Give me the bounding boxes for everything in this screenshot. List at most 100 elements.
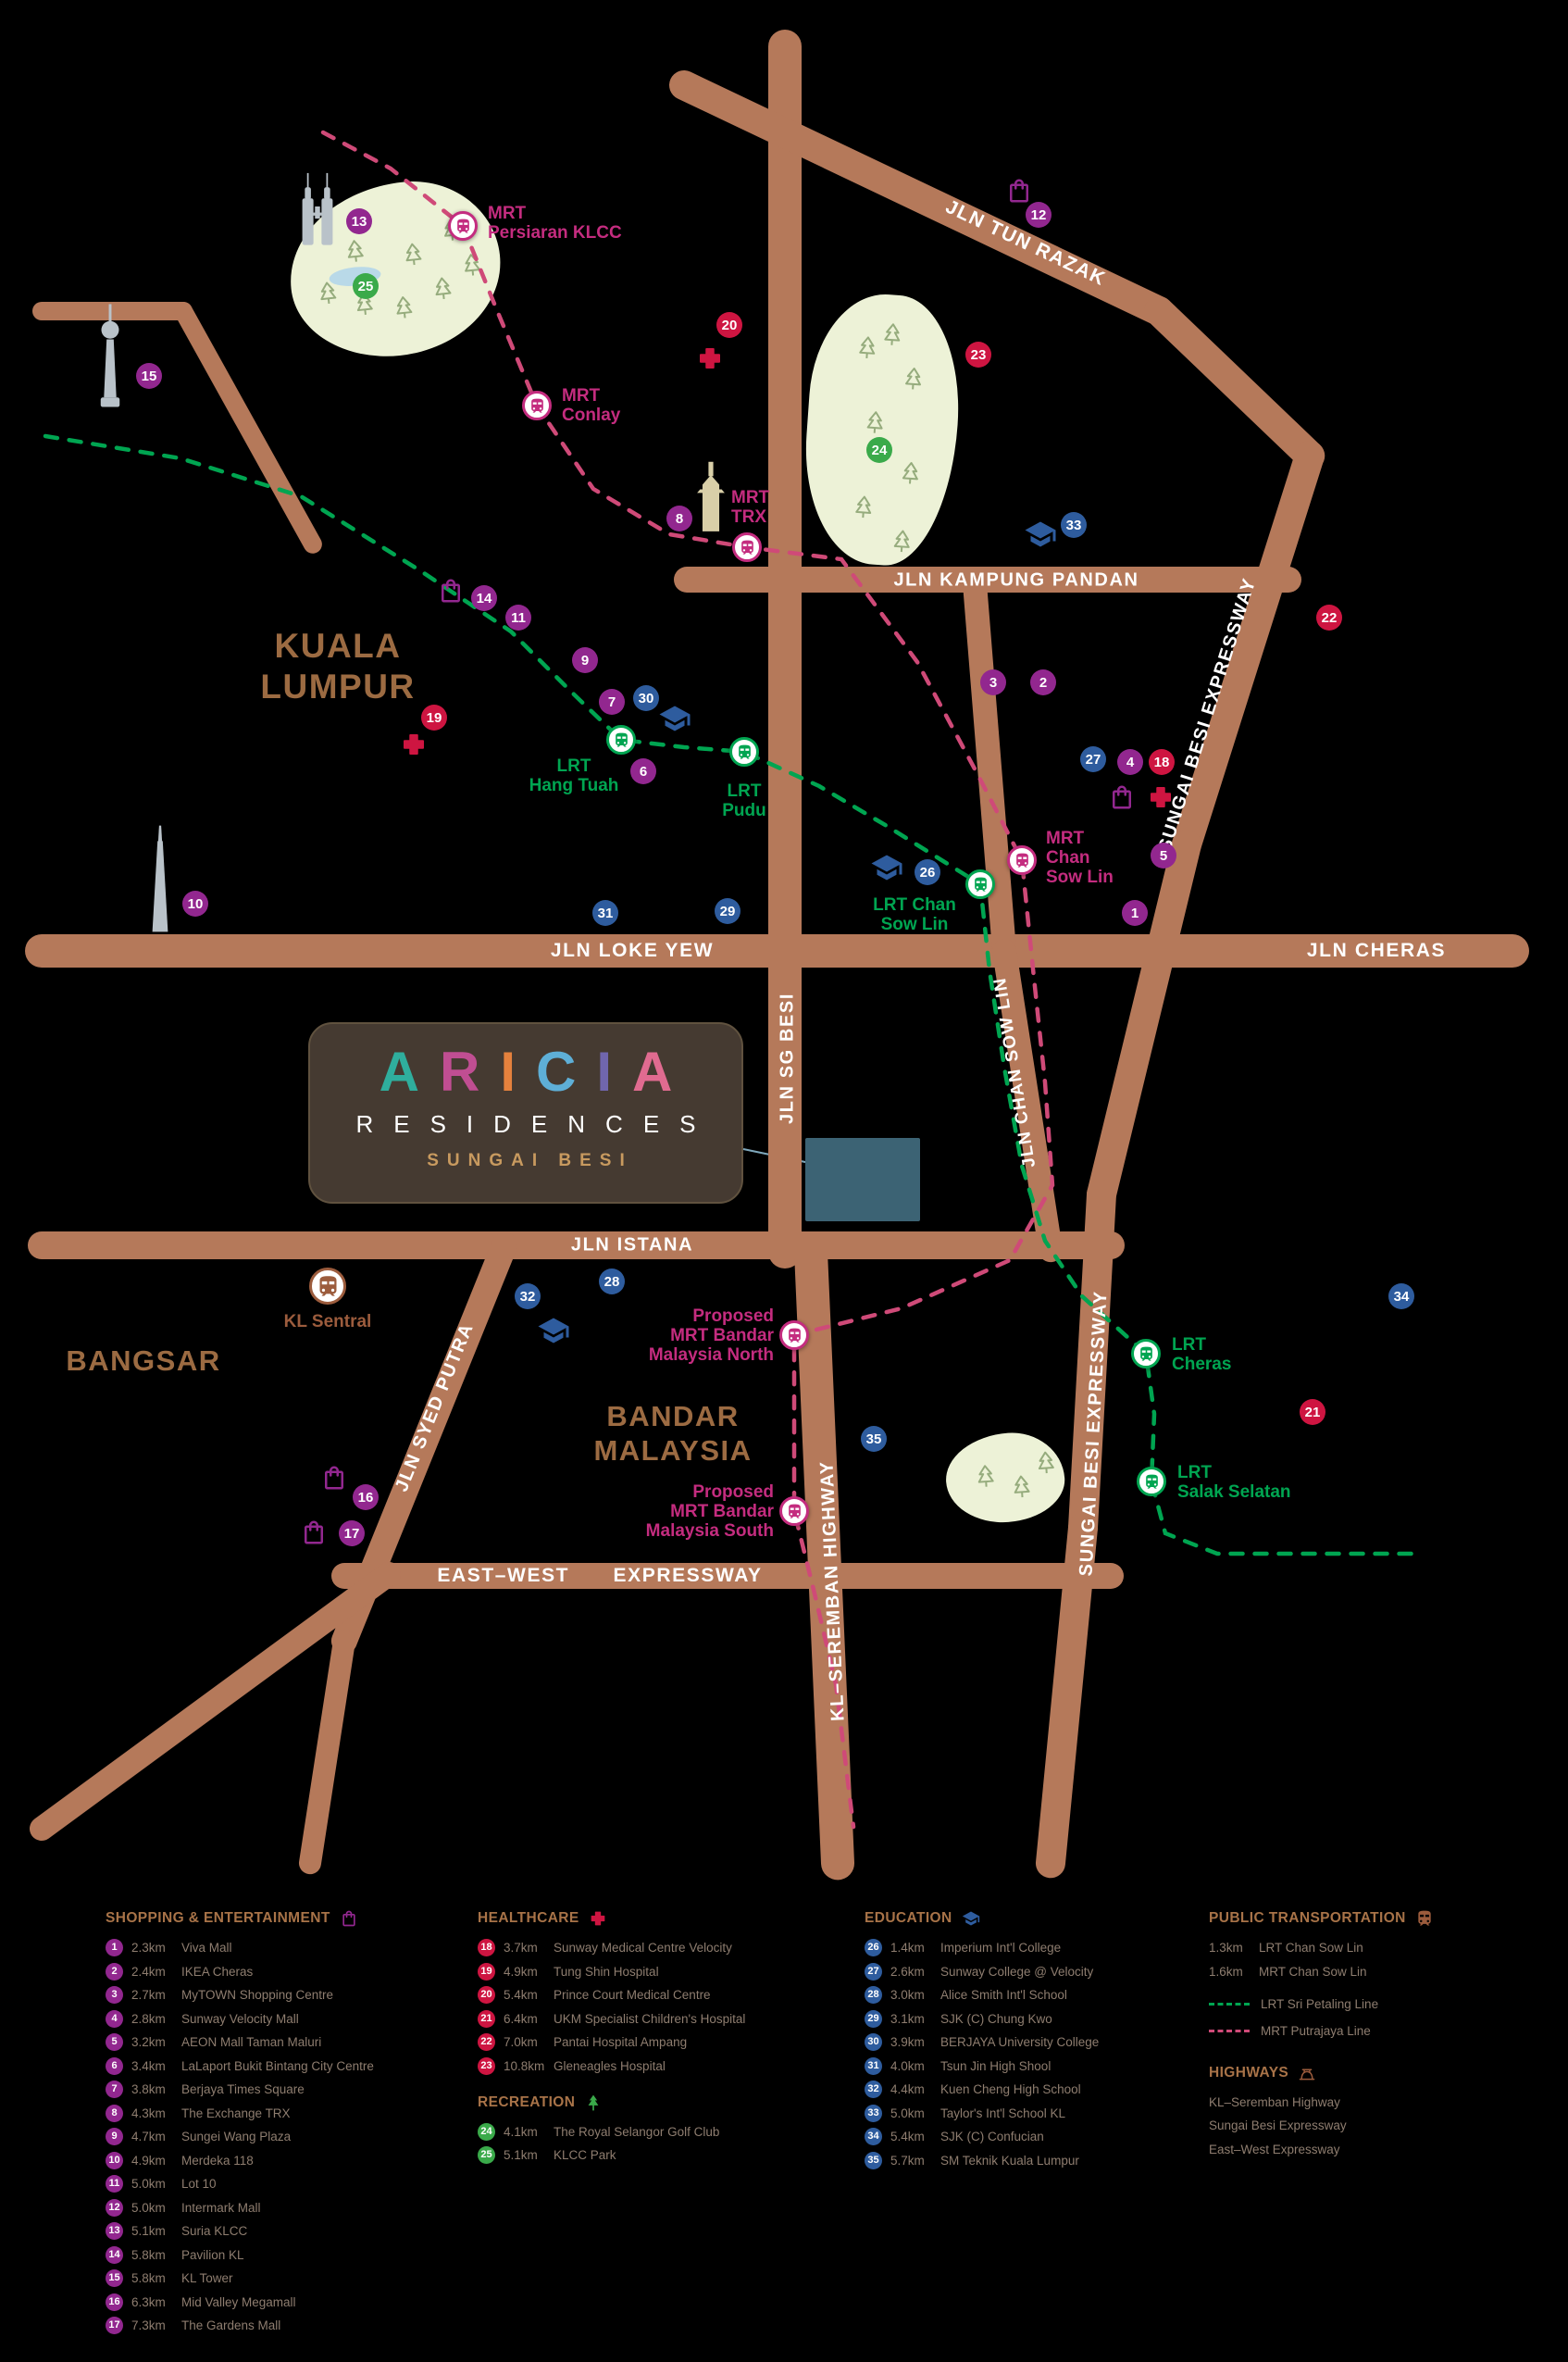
legend-line-item: LRT Sri Petaling Line	[1209, 1995, 1561, 2013]
legend-heading-highways: HIGHWAYS	[1209, 2064, 1561, 2082]
marker-17: 17	[339, 1520, 365, 1546]
legend-item: East–West Expressway	[1209, 2141, 1561, 2158]
lrt-station	[729, 737, 759, 767]
road-label-jln-loke-yew-3: JLN LOKE YEW	[550, 940, 715, 961]
legend-number-28: 28	[865, 1986, 882, 2004]
legend-number-34: 34	[865, 2128, 882, 2145]
legend-number-7: 7	[106, 2081, 123, 2098]
marker-31: 31	[592, 900, 618, 926]
distance: 5.0km	[890, 2106, 925, 2120]
place-name: Sunway College @ Velocity	[940, 1964, 1094, 1979]
legend-line-item: MRT Putrajaya Line	[1209, 2022, 1561, 2040]
place-name: Pantai Hospital Ampang	[554, 2035, 688, 2049]
road-label-jln-sg-besi-5: JLN SG BESI	[777, 992, 798, 1125]
distance: 5.0km	[131, 2177, 166, 2191]
legend-title-highways: HIGHWAYS	[1209, 2064, 1289, 2081]
place-name: Pavilion KL	[181, 2247, 244, 2262]
site-rectangle	[805, 1138, 920, 1221]
marker-28: 28	[599, 1268, 625, 1294]
marker-20: 20	[716, 312, 742, 338]
dash-sample	[1209, 2029, 1250, 2032]
legend-number-12: 12	[106, 2198, 123, 2217]
place-name: Alice Smith Int'l School	[940, 1988, 1067, 2002]
station-label-line: Proposed	[692, 1306, 774, 1326]
marker-25: 25	[353, 273, 379, 299]
tree-icon	[313, 278, 343, 308]
station-label-line: Malaysia South	[645, 1520, 774, 1541]
kltower-landmark-icon	[93, 294, 128, 417]
legend-heading-transport: PUBLIC TRANSPORTATION	[1209, 1909, 1561, 1928]
place-name: The Gardens Mall	[181, 2318, 281, 2332]
cap-icon	[962, 1909, 980, 1928]
station-label-line: LRT	[1177, 1463, 1212, 1482]
place-name: The Royal Selangor Golf Club	[554, 2124, 720, 2139]
tree-icon	[896, 458, 926, 488]
marker-13: 13	[346, 208, 372, 234]
lrt-station	[965, 869, 995, 899]
place-name: MRT Chan Sow Lin	[1259, 1964, 1367, 1979]
tree-icon	[389, 293, 419, 323]
place-name: SM Teknik Kuala Lumpur	[940, 2153, 1079, 2168]
mrt-station	[1007, 845, 1037, 875]
legend-number-31: 31	[865, 2056, 882, 2075]
tree-icon	[849, 493, 878, 522]
place-name: KL Tower	[181, 2271, 233, 2285]
legend-heading-shopping: SHOPPING & ENTERTAINMENT	[106, 1909, 476, 1928]
tree-icon	[860, 407, 890, 437]
legend-heading-recreation: RECREATION	[478, 2093, 857, 2112]
tree-icon	[877, 320, 907, 350]
tree-icon	[899, 364, 928, 394]
place-name: Sunway Velocity Mall	[181, 2011, 299, 2026]
place-name: Sungai Besi Expressway	[1209, 2118, 1347, 2132]
distance: 5.8km	[131, 2271, 166, 2285]
place-name: Kuen Cheng High School	[940, 2082, 1081, 2096]
road-chan-sow-lin-a	[961, 569, 1018, 964]
place-name: Merdeka 118	[181, 2153, 254, 2168]
station-label-line: KL Sentral	[283, 1312, 372, 1331]
station-label-line: LRT	[1172, 1335, 1206, 1355]
legend-number-9: 9	[106, 2128, 123, 2145]
marker-2: 2	[1030, 669, 1056, 695]
legend-number-19: 19	[478, 1962, 495, 1981]
distance: 2.7km	[131, 1988, 166, 2002]
place-name: UKM Specialist Children's Hospital	[554, 2011, 746, 2026]
area-label-line: BANDAR	[606, 1400, 740, 1432]
place-name: SJK (C) Chung Kwo	[940, 2011, 1052, 2026]
place-name: Taylor's Int'l School KL	[940, 2106, 1065, 2120]
legend-number-18: 18	[478, 1939, 495, 1956]
legend-item: KL–Seremban Highway	[1209, 2093, 1561, 2111]
brand-letter-3: C	[536, 1041, 577, 1103]
legend-item: Sungai Besi Expressway	[1209, 2117, 1561, 2134]
place-name: Mid Valley Megamall	[181, 2294, 296, 2309]
mrt-station	[732, 532, 762, 562]
road-label-jln-cheras-4: JLN CHERAS	[1306, 940, 1447, 961]
road-label-east-west-expressway-10: EAST–WEST EXPRESSWAY	[437, 1565, 763, 1586]
area-label-bangsar: BANGSAR	[66, 1344, 220, 1379]
marker-23: 23	[965, 342, 991, 368]
distance: 2.4km	[131, 1964, 166, 1979]
distance: 5.7km	[890, 2153, 925, 2168]
bag-icon	[320, 1464, 348, 1492]
place-name: LRT Chan Sow Lin	[1259, 1941, 1363, 1955]
marker-19: 19	[421, 705, 447, 731]
legend-number-27: 27	[865, 1962, 882, 1981]
place-name: Berjaya Times Square	[181, 2082, 305, 2096]
